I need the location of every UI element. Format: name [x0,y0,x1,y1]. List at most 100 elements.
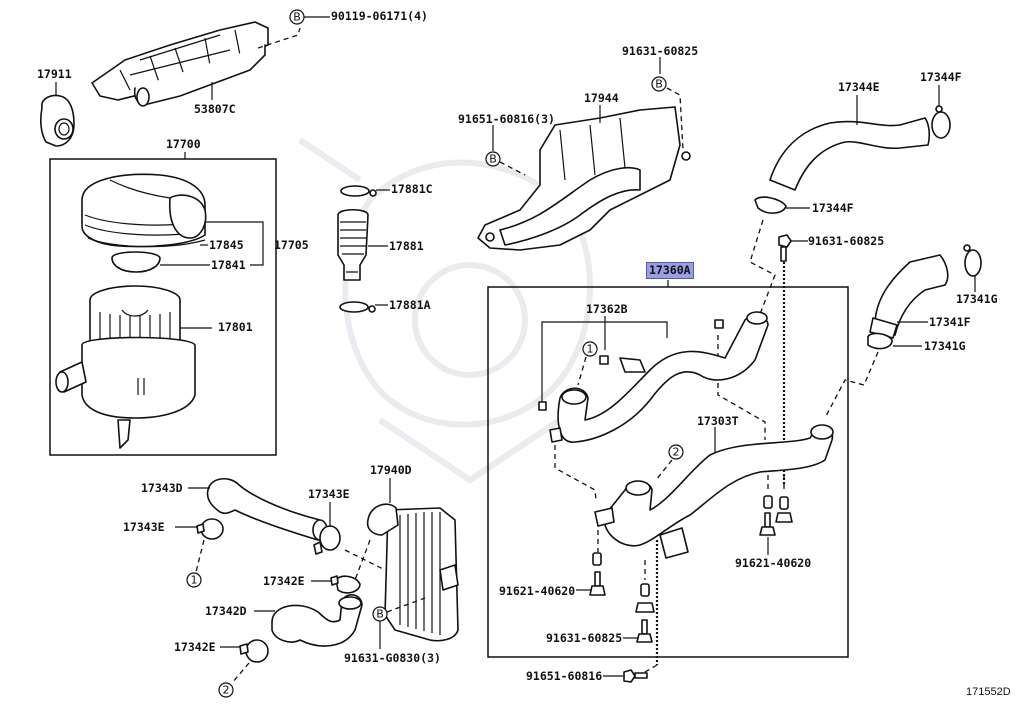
assembly-box-17700 [49,158,277,456]
callout-b-circle[interactable] [485,151,501,167]
part-label-17343e-left[interactable]: 17343E [123,520,165,534]
part-17705-cleaner-cap[interactable] [81,173,207,248]
part-91631-60825-bolt[interactable] [636,619,653,643]
part-label-17845[interactable]: 17845 [209,238,244,252]
callout-ref-2-text: 2 [673,446,680,459]
dash-53807c-bolt [257,27,301,49]
part-17845-gasket[interactable] [87,237,206,248]
part-17881c-clamp[interactable] [340,185,377,197]
dash-17944-top [666,87,684,151]
part-17342d-hose[interactable] [271,594,363,647]
part-label-91631-60825-bot[interactable]: 91631-60825 [546,631,623,645]
part-17303t-pipe[interactable] [594,424,834,559]
part-17344f-clamp-top[interactable] [931,105,951,139]
part-17362b-clip[interactable] [714,319,724,329]
part-label-17360a-highlighted[interactable]: 17360A [646,262,694,279]
callout-ref-2[interactable] [218,682,234,698]
part-upper-intercooler-pipe[interactable] [549,311,769,443]
part-17841-seal[interactable] [111,251,161,273]
dash-pipe-upper [717,383,766,440]
part-label-17944[interactable]: 17944 [584,91,619,105]
part-label-91651-60816-3[interactable]: 91651-60816(3) [458,112,555,126]
part-collar[interactable] [779,496,789,510]
part-91651-60816-bolt[interactable] [623,669,648,683]
part-17344f-clamp-mid[interactable] [754,196,787,214]
part-label-17342d[interactable]: 17342D [205,604,247,618]
part-label-17881[interactable]: 17881 [389,239,424,253]
part-label-17344f-top[interactable]: 17344F [920,70,962,84]
callout-b-circle[interactable] [651,76,667,92]
part-17362b-clip-double[interactable] [619,357,646,373]
part-17341g-clamp-top[interactable] [963,244,982,277]
part-label-17344e[interactable]: 17344E [838,80,880,94]
part-label-17344f-mid[interactable]: 17344F [812,201,854,215]
part-label-17341f[interactable]: 17341F [929,315,971,329]
part-17362b-clip[interactable] [538,401,547,411]
part-label-90119-06171[interactable]: 90119-06171(4) [331,9,428,23]
callout-ref-2[interactable] [668,444,684,460]
part-label-17911[interactable]: 17911 [37,67,72,81]
part-91621-40620-bolt[interactable] [759,512,776,536]
part-collar[interactable] [763,495,773,509]
part-label-17303t[interactable]: 17303T [697,414,739,428]
callout-ref-1[interactable] [582,341,598,357]
part-label-17341g-top[interactable]: 17341G [956,292,998,306]
dash-17341 [824,351,879,419]
part-label-17343d[interactable]: 17343D [141,481,183,495]
part-nut[interactable] [775,512,793,523]
part-91631-60825-bolt[interactable] [778,234,792,262]
part-label-17343e-right[interactable]: 17343E [308,487,350,501]
part-label-91621-40620-right[interactable]: 91621-40620 [735,556,812,570]
part-label-91631-60825-top[interactable]: 91631-60825 [622,44,699,58]
part-collar[interactable] [640,583,650,597]
part-label-17705[interactable]: 17705 [274,238,309,252]
callout-b-text: B [293,11,301,24]
part-label-17940d[interactable]: 17940D [370,463,412,477]
part-label-17881a[interactable]: 17881A [389,298,431,312]
part-label-53807c[interactable]: 53807C [194,102,236,116]
part-17343e-clamp-left[interactable] [196,518,224,540]
part-17911-inlet[interactable] [40,94,75,147]
dash-17940d-clamp [354,539,371,581]
dash-ref-1 [577,356,587,386]
callout-ref-1-text: 1 [191,574,198,587]
part-17344e-hose[interactable] [769,117,931,191]
part-label-91651-60816-bot[interactable]: 91651-60816 [526,669,603,683]
part-label-17881c[interactable]: 17881C [391,182,433,196]
part-label-17700[interactable]: 17700 [166,137,201,151]
part-label-17362b[interactable]: 17362B [586,302,628,316]
dash-ref-2-bottom [231,662,250,684]
part-17362b-clip[interactable] [599,355,609,365]
dash-pipe-left [554,445,597,501]
assembly-box-17360a [487,286,849,658]
part-label-17342e-top[interactable]: 17342E [263,574,305,588]
part-collar[interactable] [592,552,602,566]
part-53807c-duct[interactable] [91,21,269,107]
callout-b-text: B [376,608,384,621]
part-air-cleaner-case[interactable] [55,336,196,449]
part-17881a-clamp[interactable] [339,301,376,313]
part-91621-40620-bolt[interactable] [589,571,606,596]
part-17343e-clamp-right[interactable] [313,525,341,555]
part-17342e-clamp-bot[interactable] [239,639,269,663]
part-label-17801[interactable]: 17801 [218,320,253,334]
dash-ref-1-bottom [195,539,205,573]
part-17342e-clamp-top[interactable] [330,575,361,594]
dash-17944-left [499,161,526,176]
part-17881-boot[interactable] [337,208,369,281]
part-label-17841[interactable]: 17841 [211,258,246,272]
part-17940d-intercooler[interactable] [366,503,459,642]
part-17341g-clamp-bot[interactable] [867,332,893,350]
part-nut[interactable] [635,602,655,613]
part-label-91631-60825-right[interactable]: 91631-60825 [808,234,885,248]
callout-ref-1[interactable] [186,572,202,588]
part-17944-shield[interactable] [477,106,691,251]
dash-ref-2 [655,459,673,481]
part-label-17342e-bot[interactable]: 17342E [174,640,216,654]
part-label-91631-g0830-3[interactable]: 91631-G0830(3) [344,651,441,665]
part-label-91621-40620-left[interactable]: 91621-40620 [499,584,576,598]
diagram-id: 171552D [966,686,1011,698]
part-label-17341g-bot[interactable]: 17341G [924,339,966,353]
